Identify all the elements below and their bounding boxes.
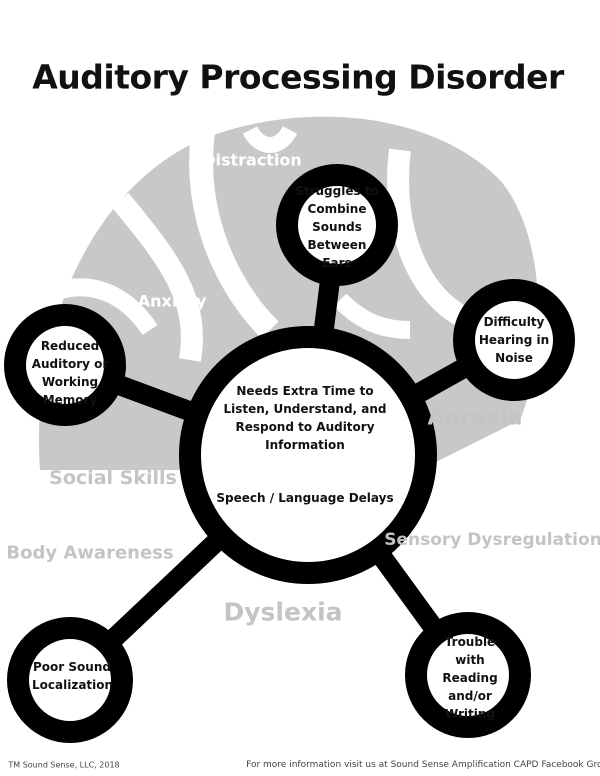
label-sensory-dysregulation: Sensory Dysregulation <box>384 530 600 550</box>
rings <box>4 164 575 743</box>
node-bottom-right-text: Trouble with Reading and/or Writing <box>442 635 498 721</box>
bottom-right-ring <box>405 612 531 738</box>
right-ring <box>453 279 575 401</box>
copyright: TM Sound Sense, LLC, 2018 <box>8 760 120 770</box>
node-bottom-left-text: Poor Sound Localization <box>32 660 114 692</box>
footer-info: For more information visit us at Sound S… <box>246 760 600 770</box>
top-ring <box>276 164 398 286</box>
page-title: Auditory Processing Disorder <box>32 57 564 97</box>
center-ring <box>179 326 437 584</box>
label-body-awareness: Body Awareness <box>6 542 174 564</box>
label-distraction: Distraction <box>202 150 302 170</box>
label-dyslexia: Dyslexia <box>223 597 343 627</box>
label-anxiety: Anxiety <box>137 291 207 311</box>
left-ring <box>4 304 126 426</box>
node-left-text: Reduced Auditory or Working Memory <box>31 339 109 407</box>
center-text-speech: Speech / Language Delays <box>216 491 394 505</box>
node-right-text: Difficulty Hearing in Noise <box>478 315 550 365</box>
center-text-main: Needs Extra Time to Listen, Understand, … <box>223 384 387 452</box>
node-top-text: Struggles to Combine Sounds Between Ears <box>295 184 379 270</box>
label-social-skills: Social Skills <box>49 467 177 489</box>
label-apraxia: Apraxia <box>427 405 523 431</box>
bottom-left-ring <box>7 617 133 743</box>
